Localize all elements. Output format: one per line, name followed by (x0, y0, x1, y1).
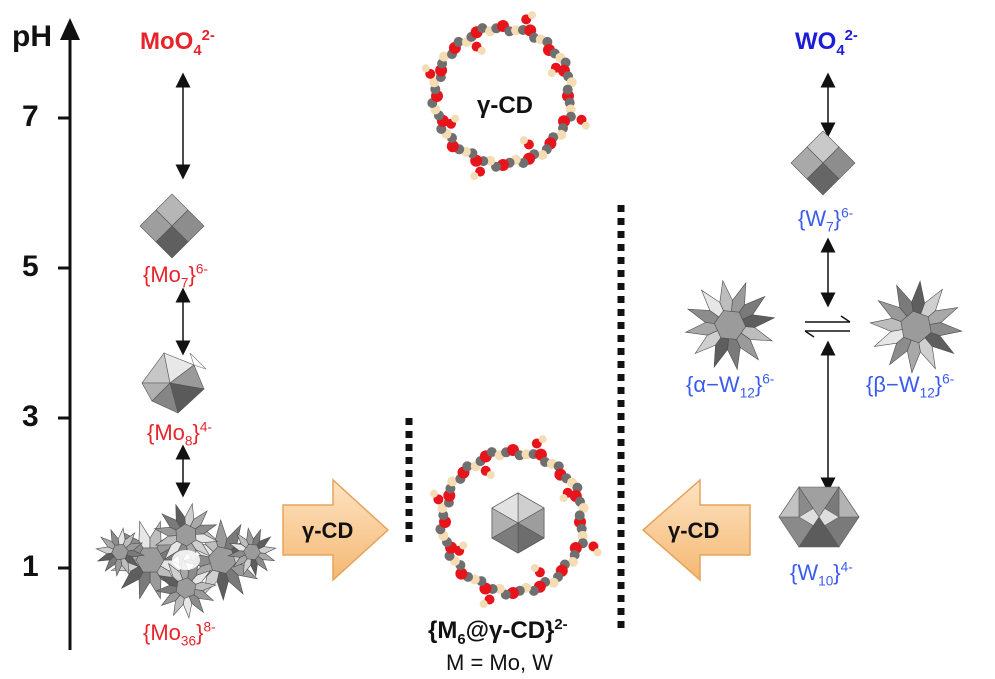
cd-atom (462, 461, 473, 472)
polyhedron-facet (208, 546, 236, 574)
cd-atom (518, 158, 529, 168)
polyhedron-facet (175, 577, 197, 599)
polyhedron-facet (713, 310, 747, 340)
cd-atom (486, 471, 495, 479)
product-metal-note: M = Mo, W (446, 650, 553, 675)
cd-atom (565, 104, 576, 115)
polyhedron-facet (135, 547, 165, 573)
cd-atom (559, 494, 568, 503)
mo36-central-cavity (172, 550, 200, 570)
cd-atom (519, 136, 528, 145)
mo8-label: {Mo8}4- (147, 419, 212, 449)
right-gamma-cd-arrow (641, 478, 751, 582)
cd-atom (538, 435, 547, 444)
mo36-polyhedron-cluster (95, 502, 277, 619)
cd-atom (453, 36, 464, 47)
cd-atom (562, 84, 573, 95)
cd-atom (477, 46, 486, 55)
cd-atom (421, 64, 430, 73)
cd-atom (530, 564, 539, 573)
w10-polyhedron (778, 486, 860, 548)
cd-atom (537, 150, 548, 160)
product-formula-label: {M6@γ-CD}2- (428, 617, 568, 648)
cd-atom (447, 476, 458, 487)
ph-axis-label: pH (12, 20, 52, 53)
cd-atom (477, 23, 488, 34)
polyhedron-facet (175, 523, 197, 547)
cd-atom (446, 140, 459, 153)
gamma-cd-label: γ-CD (477, 92, 534, 119)
cd-atom (494, 583, 505, 594)
m6-polyhedron-core (491, 492, 545, 554)
cd-atom (578, 503, 589, 513)
cd-atom (593, 548, 602, 557)
cd-atom (581, 121, 590, 130)
left-arrow-label: γ-CD (302, 518, 354, 543)
cd-atom (459, 541, 468, 550)
alpha-w12-polyhedron (684, 279, 776, 371)
polyhedron-facet (900, 310, 932, 344)
cd-atom (451, 114, 460, 123)
gamma-cd-ring-top (421, 11, 590, 180)
alpha-beta-equilibrium-icon (804, 315, 851, 338)
cd-atom (455, 567, 468, 580)
molybdate-label: MoO42- (140, 28, 215, 59)
cd-atom (479, 599, 488, 608)
mo36-label: {Mo36}8- (143, 619, 216, 649)
w10-label: {W10}4- (790, 559, 853, 589)
cd-atom (528, 585, 539, 596)
left-gamma-cd-arrow (282, 478, 390, 582)
cd-atom (547, 69, 556, 77)
mo36-subunit (95, 527, 145, 577)
cd-atom (548, 577, 559, 588)
cd-atom (556, 129, 567, 140)
cd-atom (566, 77, 577, 88)
tungstate-label: WO42- (795, 28, 858, 59)
mo7-polyhedron (139, 193, 205, 259)
beta-w12-label: {β−W12}6- (866, 371, 955, 401)
mo8-polyhedron (141, 352, 207, 414)
mo7-label: {Mo7}6- (143, 261, 208, 291)
ph-tick-label-7: 7 (22, 100, 39, 133)
cd-atom (470, 172, 479, 180)
polyhedron-facet (111, 543, 129, 561)
mo36-subunit (227, 527, 277, 577)
mo36-subunit (155, 557, 217, 619)
w7-label: {W7}6- (798, 205, 854, 235)
w7-polyhedron (790, 130, 856, 196)
cd-atom (486, 447, 497, 458)
cd-atom (439, 51, 449, 62)
alpha-w12-label: {α−W12}6- (686, 371, 775, 401)
ph-axis (58, 18, 80, 650)
ph-tick-label-3: 3 (22, 400, 39, 433)
right-arrow-label: γ-CD (668, 518, 720, 543)
cd-atom (577, 530, 588, 541)
cd-atom (528, 11, 536, 20)
cd-atom (429, 489, 438, 498)
mo36-subunit (153, 502, 219, 568)
cd-atom (574, 510, 585, 521)
ph-tick-label-5: 5 (22, 250, 39, 283)
cd-atom (567, 557, 578, 567)
axis-arrowhead-icon (60, 18, 80, 40)
cd-atom (521, 449, 532, 460)
polyhedron-facet (243, 543, 261, 561)
mo36-subunit (180, 518, 264, 602)
beta-w12-polyhedron (869, 280, 963, 374)
gamma-cd-ring-product (429, 435, 602, 608)
ph-tick-label-1: 1 (22, 550, 39, 583)
